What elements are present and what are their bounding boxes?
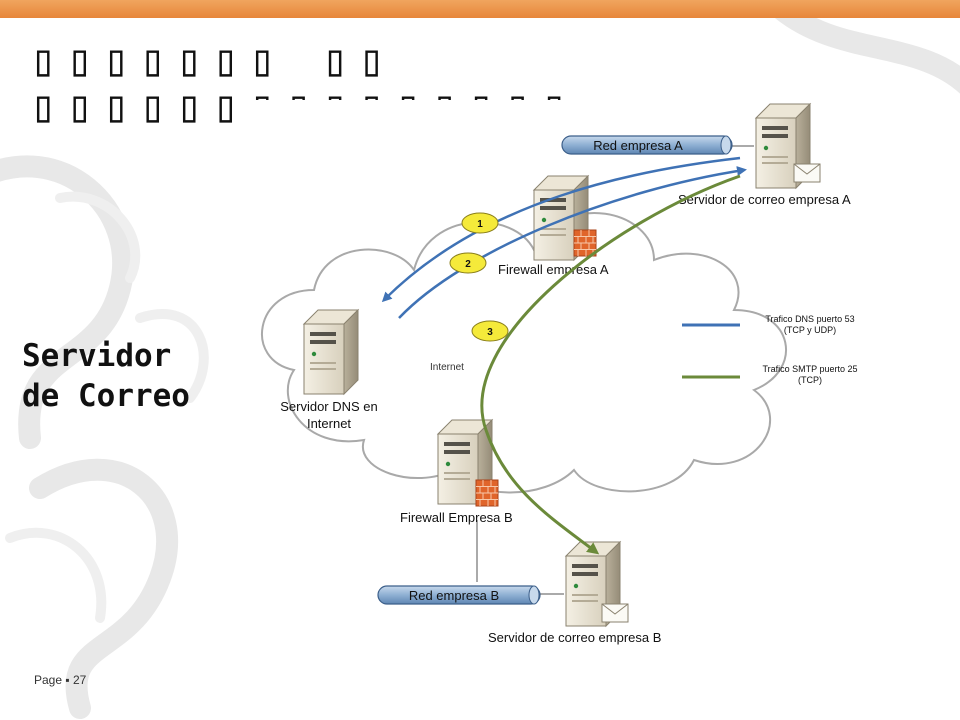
slide-heading: Servidor de Correo (22, 336, 190, 416)
mail-envelope-icon (793, 163, 821, 183)
network-a-label: Red empresa A (593, 138, 683, 153)
mail-server-a: Servidor de correo empresa A (678, 103, 851, 207)
firewall-a: Firewall empresa A (498, 175, 609, 277)
mail-flow-diagram: Red empresa A Red empresa B Servidor de … (234, 100, 960, 648)
step-2-label: 2 (465, 259, 471, 270)
step-1-label: 1 (477, 219, 483, 230)
background-swirl-decoration (0, 18, 960, 719)
legend-dns-label-line1: Trafico DNS puerto 53 (765, 314, 854, 324)
firewall-b: Firewall Empresa B (400, 419, 513, 525)
dns-server-label-line1: Servidor DNS en (280, 399, 378, 414)
network-b-label: Red empresa B (409, 588, 499, 603)
legend-smtp-label-line2: (TCP) (798, 375, 822, 385)
firewall-brick-icon (475, 479, 499, 507)
smtp-delivery-arrow-3 (480, 174, 741, 555)
slide-heading-line2: de Correo (22, 378, 190, 414)
legend-smtp-label-line1: Trafico SMTP puerto 25 (762, 364, 857, 374)
step-3-label: 3 (487, 327, 493, 338)
legend-dns-label-line2: (TCP y UDP) (784, 325, 836, 335)
network-a-pipe: Red empresa A (561, 135, 733, 155)
slide-heading-line1: Servidor (22, 338, 172, 374)
mail-server-b-label: Servidor de correo empresa B (488, 630, 661, 645)
slide-top-bar (0, 0, 960, 18)
mail-envelope-icon (601, 603, 629, 623)
network-b-pipe: Red empresa B (377, 585, 541, 605)
dns-response-arrow-2 (398, 166, 747, 319)
step-3-badge: 3 (471, 320, 509, 342)
dns-query-arrow-1 (381, 156, 741, 303)
internet-label: Internet (430, 362, 464, 373)
step-2-badge: 2 (449, 252, 487, 274)
step-1-badge: 1 (461, 212, 499, 234)
mail-server-a-label: Servidor de correo empresa A (678, 192, 851, 207)
firewall-a-label: Firewall empresa A (498, 262, 609, 277)
firewall-b-label: Firewall Empresa B (400, 510, 513, 525)
diagram-legend: Trafico DNS puerto 53 (TCP y UDP) Trafic… (682, 314, 858, 385)
mail-flow-diagram-svg: Red empresa A Red empresa B Servidor de … (260, 103, 858, 645)
firewall-brick-icon (573, 229, 597, 257)
page-number: Page ▪ 27 (34, 673, 87, 687)
dns-server: Servidor DNS en Internet (280, 309, 378, 431)
mail-server-b: Servidor de correo empresa B (488, 541, 661, 645)
dns-server-label-line2: Internet (307, 416, 351, 431)
